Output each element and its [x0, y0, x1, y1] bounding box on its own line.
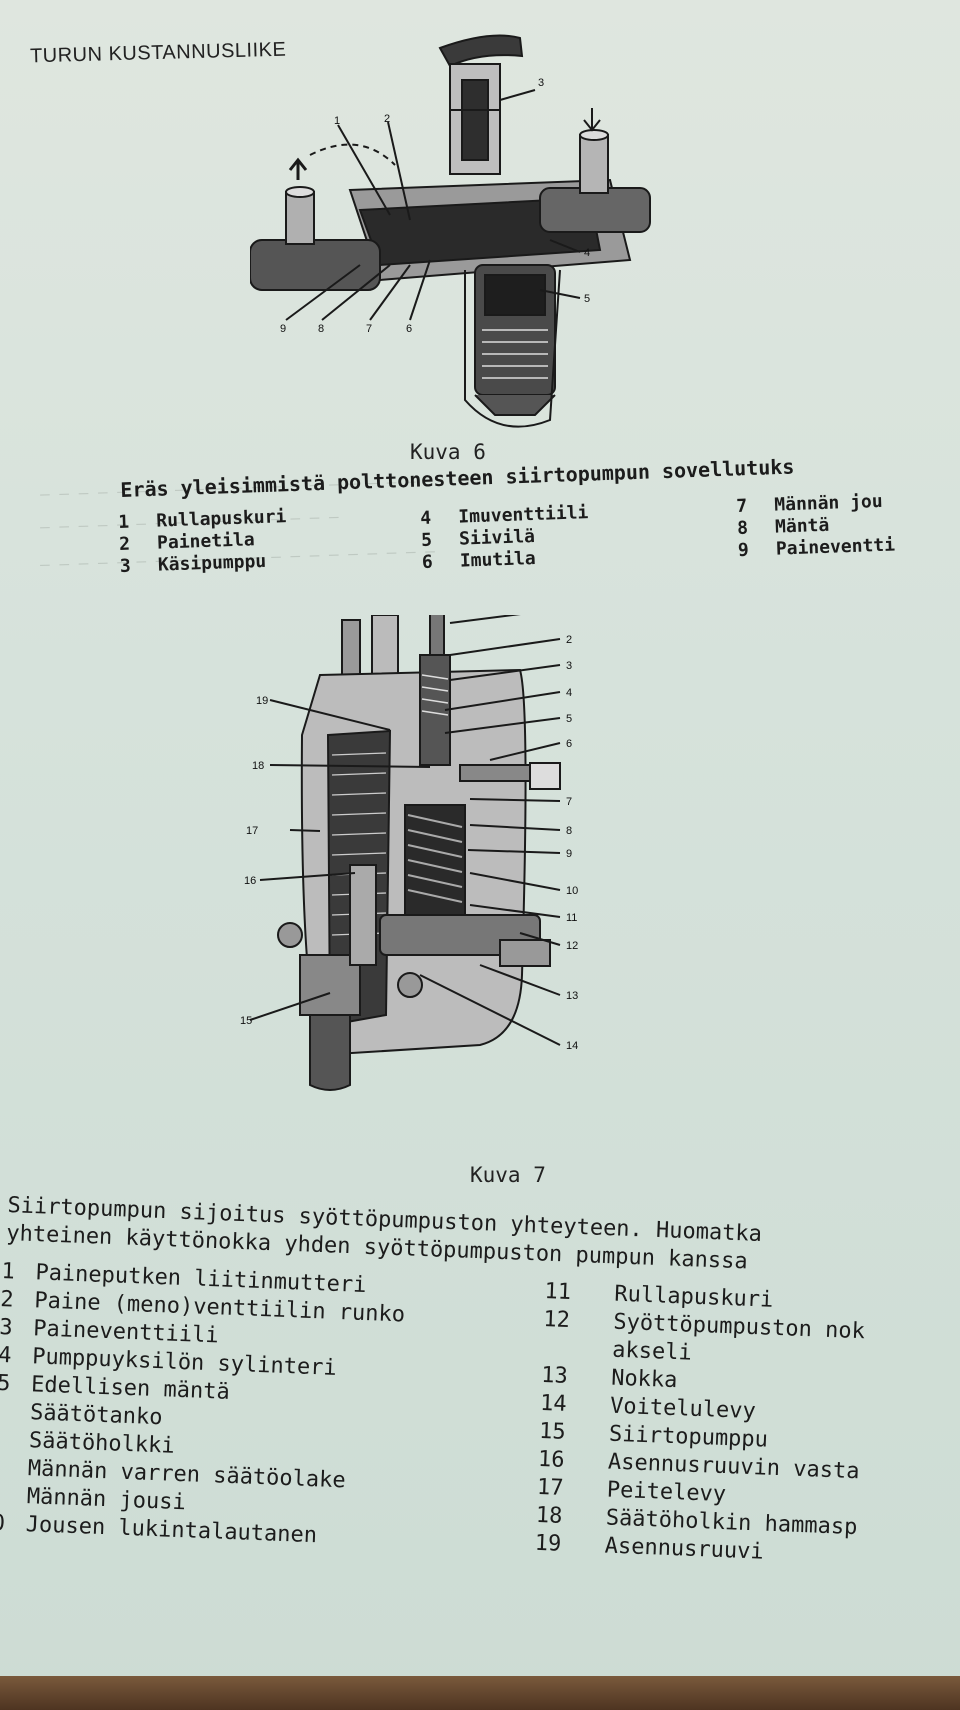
fig7-callout-13: 13: [566, 990, 578, 1002]
fig7-callout-17: 17: [246, 825, 258, 837]
fig7-callout-11: 11: [566, 912, 577, 924]
page-bottom-edge: [0, 1676, 960, 1710]
figure-6-caption: Kuva 6: [410, 440, 486, 464]
fig7-callout-12: 12: [566, 940, 578, 952]
fig6-callout-5: 5: [584, 293, 590, 305]
fig6-callout-7: 7: [366, 323, 372, 335]
publisher-header: TURUN KUSTANNUSLIIKE: [29, 38, 287, 68]
fig6-callout-1: 1: [334, 115, 340, 127]
fig6-callout-6: 6: [406, 323, 412, 335]
fig7-callout-3: 3: [566, 660, 572, 672]
fig7-callout-6: 6: [566, 738, 572, 750]
fig7-callout-1: 1: [566, 615, 572, 616]
fig6-callout-3: 3: [538, 77, 544, 89]
fig7-callout-8: 8: [566, 825, 572, 837]
fig7-callout-15: 15: [240, 1015, 252, 1027]
fig7-callout-14: 14: [566, 1040, 578, 1052]
figure-6-illustration: 1 2 3 4 5 6 7 8 9: [250, 34, 651, 428]
fig7-callout-5: 5: [566, 713, 572, 725]
fig6-callout-9: 9: [280, 323, 286, 335]
fig7-callout-9: 9: [566, 848, 572, 860]
figure-7-illustration: 1 2 3 4 5 6 7 8 9 10 11 12 13 14 15 16 1…: [240, 615, 578, 1091]
fig7-callout-10: 10: [566, 885, 578, 897]
fig6-callout-2: 2: [384, 113, 390, 125]
fig7-callout-2: 2: [566, 634, 572, 646]
figure-7-caption: Kuva 7: [470, 1163, 546, 1187]
fig7-callout-16: 16: [244, 875, 256, 887]
fig6-callout-4: 4: [584, 247, 590, 259]
fig7-callout-18: 18: [252, 760, 264, 772]
fig7-callout-4: 4: [566, 687, 572, 699]
fig6-callout-8: 8: [318, 323, 324, 335]
fig7-callout-19: 19: [256, 695, 268, 707]
fig7-callout-7: 7: [566, 796, 572, 808]
